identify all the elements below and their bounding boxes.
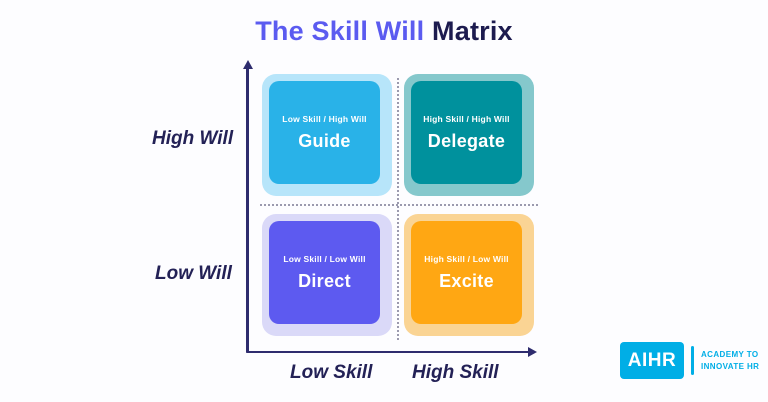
aihr-tagline-line2: INNOVATE HR xyxy=(701,361,760,371)
quadrant-excite-card: High Skill / Low Will Excite xyxy=(411,221,522,324)
quadrant-direct-label: Direct xyxy=(298,270,351,291)
quadrant-separator-horizontal xyxy=(260,204,538,206)
quadrant-separator-vertical xyxy=(397,78,399,340)
x-axis-arrow-icon xyxy=(528,347,537,357)
x-axis-line xyxy=(246,350,530,353)
quadrant-excite-label: Excite xyxy=(439,270,494,291)
quadrant-delegate: High Skill / High Will Delegate xyxy=(404,74,534,196)
quadrant-direct-card: Low Skill / Low Will Direct xyxy=(269,221,380,324)
title-accent: The Skill Will xyxy=(255,16,425,46)
y-axis-label-high-will: High Will xyxy=(152,128,234,149)
y-axis-label-low-will: Low Will xyxy=(155,263,232,284)
y-axis-arrow-icon xyxy=(242,60,253,69)
title-rest: Matrix xyxy=(432,16,513,46)
quadrant-excite: High Skill / Low Will Excite xyxy=(404,214,534,336)
quadrant-guide-label: Guide xyxy=(298,130,351,151)
aihr-logo-box: AIHR xyxy=(620,342,684,379)
page-title: The Skill Will Matrix xyxy=(0,16,768,47)
quadrant-direct-tag: Low Skill / Low Will xyxy=(283,253,366,264)
quadrant-direct: Low Skill / Low Will Direct xyxy=(262,214,392,336)
quadrant-excite-tag: High Skill / Low Will xyxy=(424,253,509,264)
quadrant-guide-tag: Low Skill / High Will xyxy=(282,113,367,124)
y-axis-line xyxy=(246,68,249,353)
quadrant-guide: Low Skill / High Will Guide xyxy=(262,74,392,196)
quadrant-delegate-card: High Skill / High Will Delegate xyxy=(411,81,522,184)
quadrant-delegate-tag: High Skill / High Will xyxy=(423,113,510,124)
aihr-tagline-line1: ACADEMY TO xyxy=(701,349,759,359)
x-axis-label-low-skill: Low Skill xyxy=(290,362,373,383)
aihr-logo: AIHR ACADEMY TO INNOVATE HR xyxy=(620,342,759,379)
aihr-logo-separator xyxy=(691,346,694,375)
quadrant-delegate-label: Delegate xyxy=(427,130,506,151)
x-axis-label-high-skill: High Skill xyxy=(412,362,499,383)
quadrant-guide-card: Low Skill / High Will Guide xyxy=(269,81,380,184)
aihr-logo-tagline: ACADEMY TO INNOVATE HR xyxy=(701,349,759,372)
